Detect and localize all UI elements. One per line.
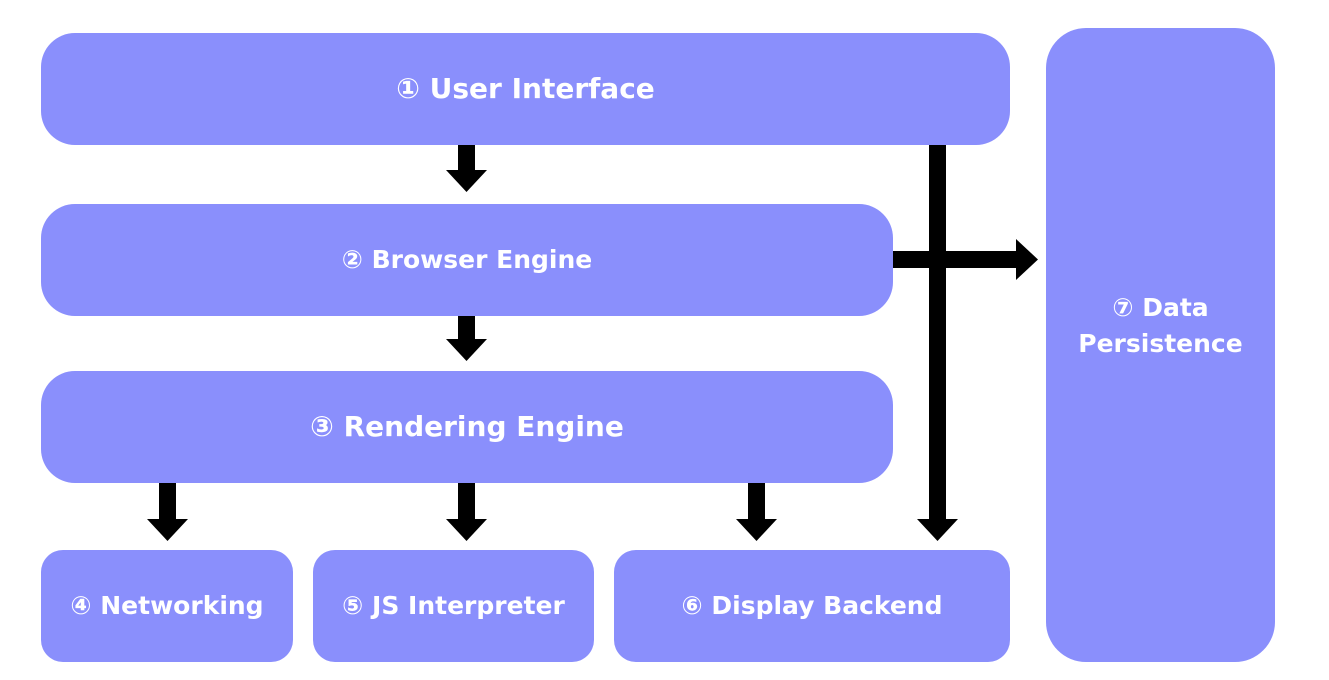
display-backend-box: ⑥ Display Backend — [614, 550, 1010, 662]
browser-engine-label: ② Browser Engine — [341, 245, 593, 274]
display-backend-label: ⑥ Display Backend — [681, 591, 943, 620]
networking-label: ④ Networking — [70, 591, 264, 620]
arrow-ui-to-display-backend — [917, 145, 958, 541]
user-interface-label: ① User Interface — [396, 72, 655, 105]
arrow-browser-to-rendering-engine — [446, 316, 487, 361]
networking-box: ④ Networking — [41, 550, 293, 662]
browser-engine-box: ② Browser Engine — [41, 204, 893, 316]
arrow-rendering-to-display-backend — [736, 483, 777, 541]
arrow-ui-to-browser-engine — [446, 145, 487, 192]
arrow-browser-to-data-persistence — [893, 239, 1038, 280]
rendering-engine-box: ③ Rendering Engine — [41, 371, 893, 483]
js-interpreter-label: ⑤ JS Interpreter — [342, 591, 565, 620]
js-interpreter-box: ⑤ JS Interpreter — [313, 550, 594, 662]
arrow-rendering-to-js-interpreter — [446, 483, 487, 541]
user-interface-box: ① User Interface — [41, 33, 1010, 145]
data-persistence-label: ⑦ Data Persistence — [1078, 293, 1243, 358]
arrow-rendering-to-networking — [147, 483, 188, 541]
rendering-engine-label: ③ Rendering Engine — [310, 410, 624, 443]
data-persistence-box: ⑦ Data Persistence — [1046, 28, 1275, 662]
